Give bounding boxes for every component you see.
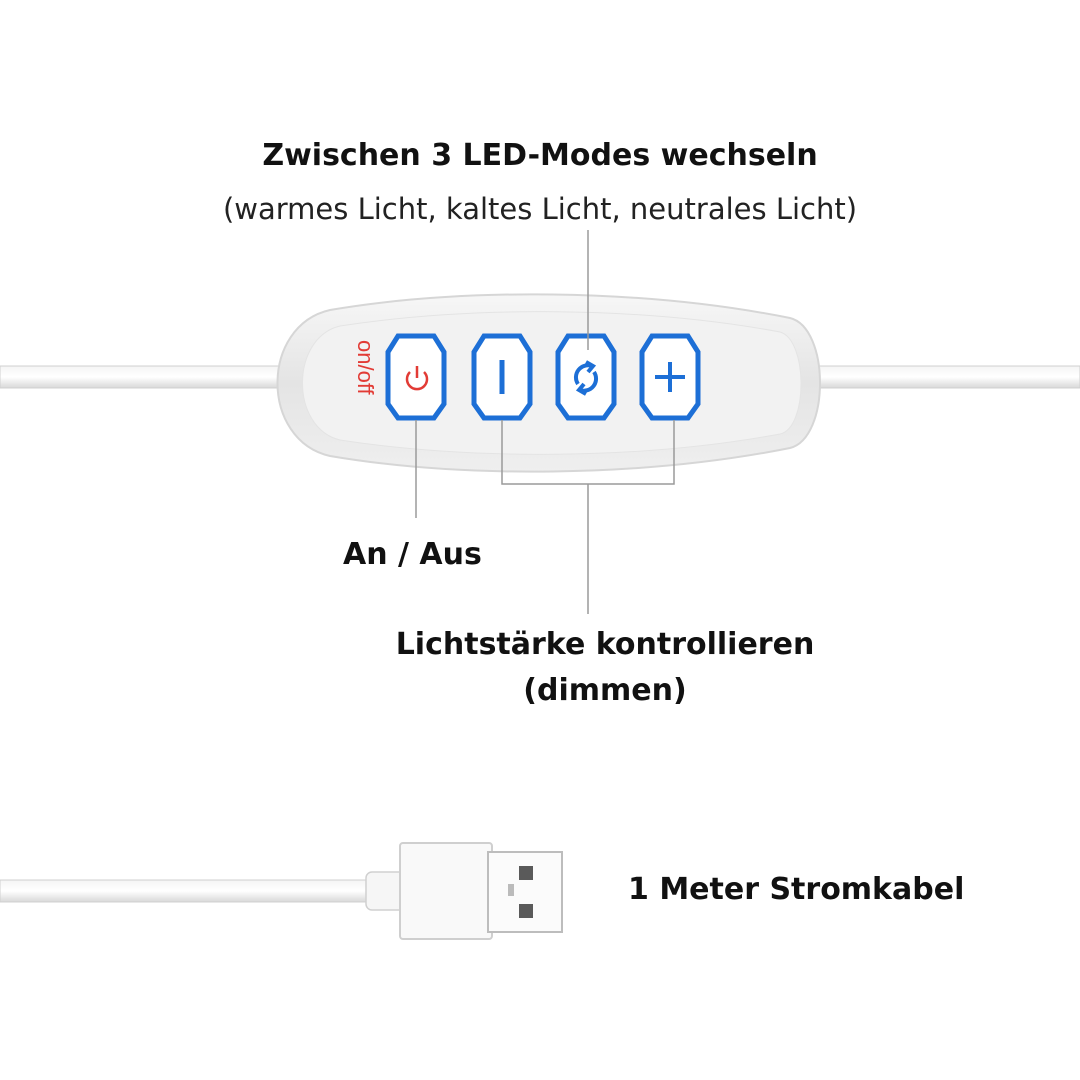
cable-left xyxy=(0,365,293,389)
mode-button[interactable] xyxy=(555,333,617,421)
cable-label: 1 Meter Stromkabel xyxy=(628,872,965,907)
modes-title: Zwischen 3 LED-Modes wechseln xyxy=(262,138,818,173)
power-button[interactable] xyxy=(385,333,447,421)
modes-subtitle: (warmes Licht, kaltes Licht, neutrales L… xyxy=(222,192,858,226)
usb-plug xyxy=(365,842,563,940)
dim-label-line2: (dimmen) xyxy=(523,673,687,708)
usb-contact-top xyxy=(519,866,533,880)
cycle-icon xyxy=(574,360,598,396)
leader-lines xyxy=(415,230,675,614)
power-label: An / Aus xyxy=(343,537,482,572)
dim-down-button[interactable] xyxy=(471,333,533,421)
usb-contact-bottom xyxy=(519,904,533,918)
cable-right xyxy=(799,365,1080,389)
switch-label: on/off xyxy=(353,340,378,396)
dim-up-button[interactable] xyxy=(639,333,701,421)
plus-icon xyxy=(655,362,685,392)
dim-label-line1: Lichtstärke kontrollieren xyxy=(395,627,815,662)
power-icon xyxy=(405,366,429,391)
usb-cable xyxy=(0,879,381,903)
